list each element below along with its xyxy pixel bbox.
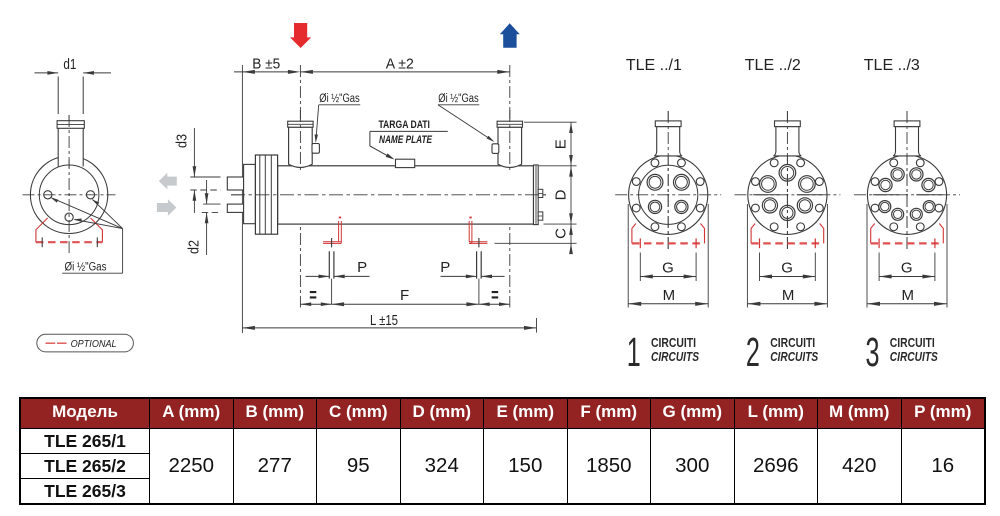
svg-text:CIRCUITS: CIRCUITS: [651, 350, 700, 364]
svg-text:L ±15: L ±15: [370, 312, 398, 329]
svg-text:TARGA DATI: TARGA DATI: [378, 119, 430, 131]
svg-text:F: F: [400, 287, 409, 304]
svg-text:2: 2: [746, 329, 760, 375]
svg-text:d3: d3: [174, 134, 191, 148]
svg-text:B ±5: B ±5: [252, 55, 280, 72]
svg-text:A ±2: A ±2: [386, 55, 414, 72]
svg-text:3: 3: [866, 329, 880, 375]
svg-text:M: M: [663, 287, 676, 304]
svg-text:d2: d2: [186, 240, 203, 254]
svg-text:=: =: [491, 286, 499, 307]
svg-text:G: G: [662, 259, 674, 276]
svg-text:TLE ../1: TLE ../1: [626, 57, 682, 74]
svg-text:C: C: [552, 228, 569, 239]
svg-text:P: P: [440, 259, 450, 276]
svg-text:CIRCUITI: CIRCUITI: [651, 336, 696, 350]
svg-text:CIRCUITI: CIRCUITI: [770, 336, 815, 350]
svg-text:Øi ½"Gas: Øi ½"Gas: [65, 262, 107, 274]
svg-text:M: M: [782, 287, 795, 304]
svg-text:CIRCUITS: CIRCUITS: [770, 350, 819, 364]
svg-text:TLE ../3: TLE ../3: [864, 57, 920, 74]
svg-text:OPTIONAL: OPTIONAL: [71, 338, 117, 350]
svg-text:d1: d1: [63, 56, 76, 73]
svg-text:M: M: [901, 287, 914, 304]
svg-text:G: G: [901, 259, 913, 276]
svg-text:Øi ½"Gas: Øi ½"Gas: [319, 93, 360, 105]
svg-text:E: E: [552, 139, 569, 149]
svg-text:P: P: [357, 259, 367, 276]
svg-text:CIRCUITI: CIRCUITI: [890, 336, 935, 350]
svg-text:=: =: [309, 286, 317, 307]
svg-text:D: D: [552, 189, 569, 200]
svg-text:TLE ../2: TLE ../2: [745, 57, 801, 74]
svg-text:CIRCUITS: CIRCUITS: [890, 350, 939, 364]
svg-text:1: 1: [627, 329, 641, 375]
svg-text:Øi ½"Gas: Øi ½"Gas: [438, 93, 479, 105]
svg-text:NAME PLATE: NAME PLATE: [379, 134, 432, 146]
svg-text:G: G: [781, 259, 793, 276]
